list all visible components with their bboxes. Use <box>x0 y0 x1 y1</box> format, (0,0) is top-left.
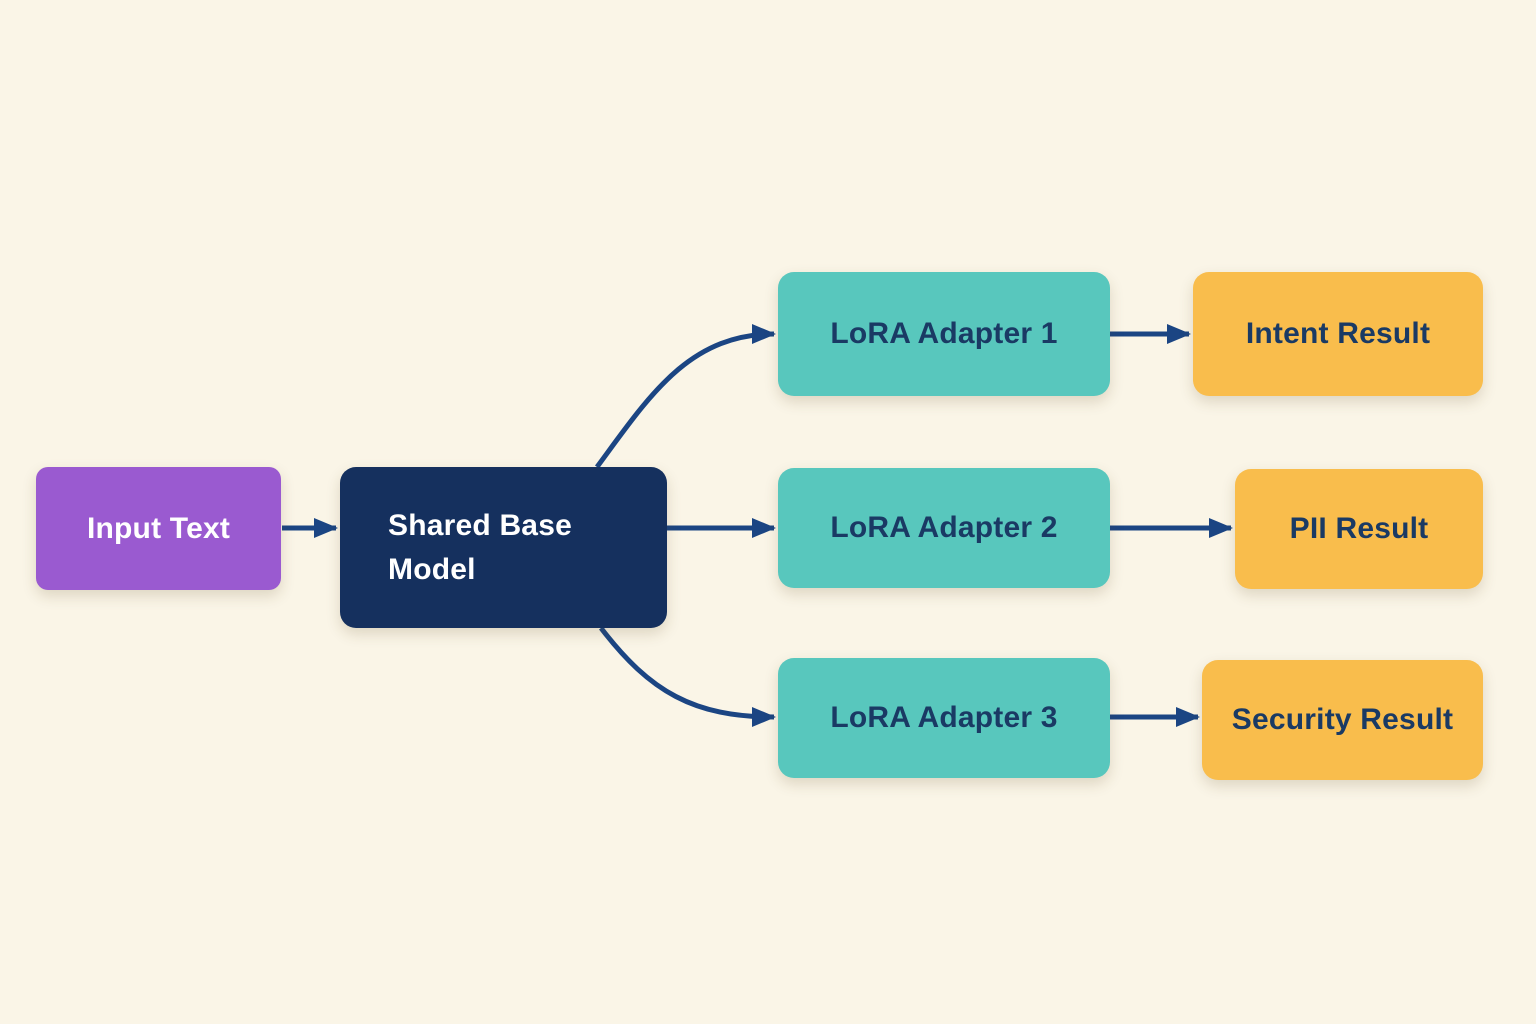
node-security-result: Security Result <box>1202 660 1483 780</box>
node-lora-adapter-3: LoRA Adapter 3 <box>778 658 1110 778</box>
node-intent-result: Intent Result <box>1193 272 1483 396</box>
node-lora-adapter-2: LoRA Adapter 2 <box>778 468 1110 588</box>
node-intent-result-label: Intent Result <box>1245 317 1431 350</box>
node-input-text-label: Input Text <box>86 511 231 545</box>
node-security-result-label: Security Result <box>1231 703 1454 736</box>
node-lora-adapter-1: LoRA Adapter 1 <box>778 272 1110 396</box>
node-input-text: Input Text <box>36 467 281 590</box>
node-pii-result-label: PII Result <box>1289 512 1429 545</box>
node-lora-adapter-1-label: LoRA Adapter 1 <box>830 317 1058 350</box>
edge-base-to-adapter3 <box>599 626 776 727</box>
node-shared-base-model: Shared Base Model <box>340 467 667 628</box>
node-pii-result: PII Result <box>1235 469 1483 589</box>
node-shared-base-model-label: Shared Base Model <box>388 508 572 586</box>
edge-base-to-adapter1 <box>594 324 776 469</box>
node-lora-adapter-3-label: LoRA Adapter 3 <box>830 701 1058 734</box>
node-lora-adapter-2-label: LoRA Adapter 2 <box>830 511 1058 544</box>
